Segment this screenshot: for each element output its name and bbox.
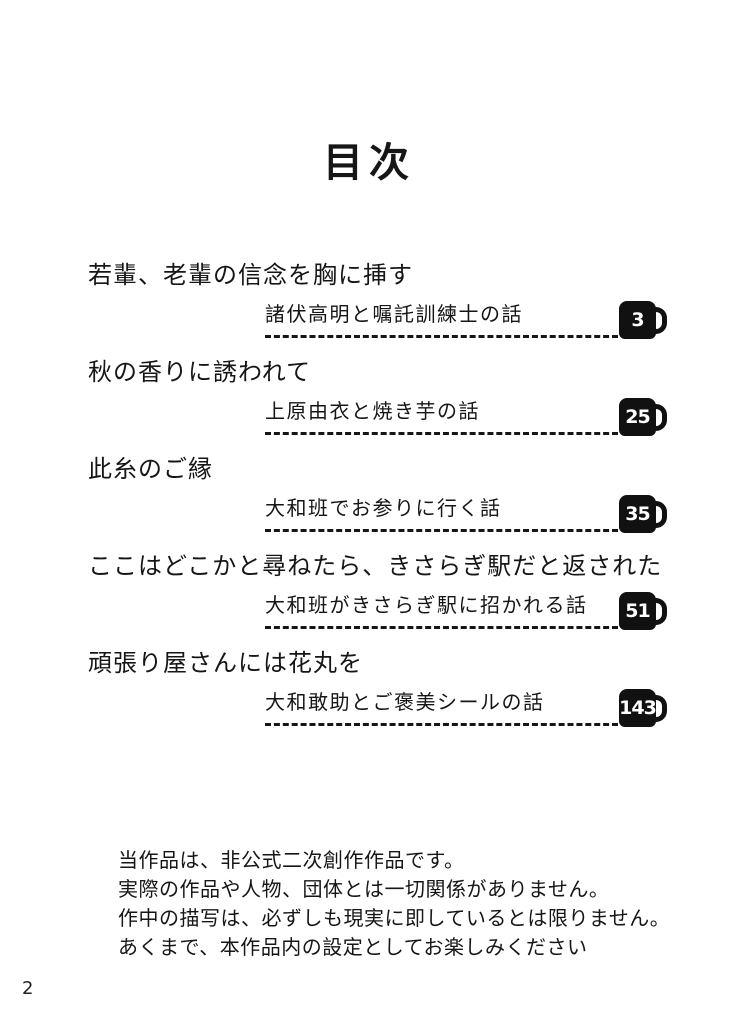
disclaimer-block: 当作品は、非公式二次創作作品です。 実際の作品や人物、団体とは一切関係がありませ…: [118, 846, 670, 962]
dashed-leader: 大和班がきさらぎ駅に招かれる話: [265, 592, 618, 629]
chapter-title: 頑張り屋さんには花丸を: [88, 649, 363, 677]
dashed-leader: 大和敢助とご褒美シールの話: [265, 689, 618, 726]
mug-icon: 143: [619, 689, 667, 727]
folio-page-number: 2: [22, 978, 34, 999]
dashed-leader: 諸伏高明と嘱託訓練士の話: [265, 301, 618, 338]
mug-icon: 25: [619, 398, 667, 436]
mug-icon: 3: [619, 301, 667, 339]
disclaimer-line: 実際の作品や人物、団体とは一切関係がありません。: [118, 877, 610, 901]
dashed-leader: 上原由衣と焼き芋の話: [265, 398, 618, 435]
chapter-page-number: 35: [625, 503, 650, 525]
page-title: 目次: [323, 140, 415, 186]
toc-entry: 此糸のご縁 大和班でお参りに行く話 35: [88, 452, 670, 533]
chapter-subtitle: 大和敢助とご褒美シールの話: [265, 690, 545, 714]
disclaimer-line: 当作品は、非公式二次創作作品です。: [118, 848, 465, 872]
chapter-title: ここはどこかと尋ねたら、きさらぎ駅だと返された: [88, 552, 663, 580]
chapter-title: 此糸のご縁: [88, 455, 213, 483]
mug-icon: 35: [619, 495, 667, 533]
chapter-subtitle-row: 大和班でお参りに行く話 35: [265, 495, 670, 533]
disclaimer-line: 作中の描写は、必ずしも現実に即しているとは限りません。: [118, 906, 671, 930]
toc-entry: 秋の香りに誘われて 上原由衣と焼き芋の話 25: [88, 355, 670, 436]
chapter-page-number: 51: [625, 600, 650, 622]
toc-entry: 頑張り屋さんには花丸を 大和敢助とご褒美シールの話 143: [88, 646, 670, 727]
chapter-title: 秋の香りに誘われて: [88, 358, 312, 386]
chapter-subtitle-row: 上原由衣と焼き芋の話 25: [265, 398, 670, 436]
chapter-page-number: 143: [619, 697, 657, 719]
chapter-subtitle-row: 諸伏高明と嘱託訓練士の話 3: [265, 301, 670, 339]
chapter-page-number: 3: [631, 309, 644, 331]
chapter-subtitle-row: 大和班がきさらぎ駅に招かれる話 51: [265, 592, 670, 630]
toc-list: 若輩、老輩の信念を胸に挿す 諸伏高明と嘱託訓練士の話 3 秋の香りに誘われて 上…: [88, 258, 670, 743]
chapter-title: 若輩、老輩の信念を胸に挿す: [88, 261, 413, 289]
chapter-subtitle: 上原由衣と焼き芋の話: [265, 399, 480, 423]
chapter-subtitle: 大和班でお参りに行く話: [265, 496, 502, 520]
toc-entry: 若輩、老輩の信念を胸に挿す 諸伏高明と嘱託訓練士の話 3: [88, 258, 670, 339]
toc-entry: ここはどこかと尋ねたら、きさらぎ駅だと返された 大和班がきさらぎ駅に招かれる話 …: [88, 549, 670, 630]
disclaimer-line: あくまで、本作品内の設定としてお楽しみください: [118, 935, 588, 959]
chapter-page-number: 25: [625, 406, 650, 428]
chapter-subtitle: 大和班がきさらぎ駅に招かれる話: [265, 593, 588, 617]
chapter-subtitle-row: 大和敢助とご褒美シールの話 143: [265, 689, 670, 727]
mug-icon: 51: [619, 592, 667, 630]
dashed-leader: 大和班でお参りに行く話: [265, 495, 618, 532]
chapter-subtitle: 諸伏高明と嘱託訓練士の話: [265, 302, 523, 326]
